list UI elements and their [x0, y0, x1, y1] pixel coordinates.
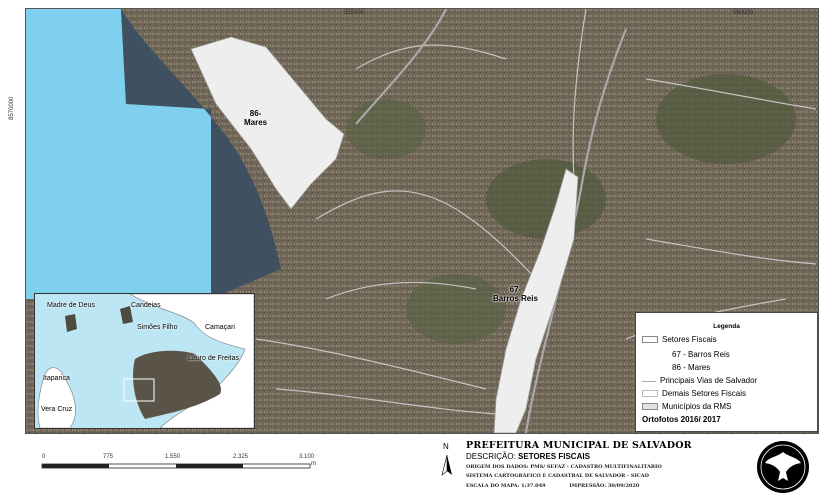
map-footer: 0 775 1.550 2.325 3.100 m N — [0, 435, 821, 499]
sector-67-barros-reis-polygon — [493, 168, 579, 433]
description-label: DESCRIÇÃO: — [466, 452, 516, 461]
north-arrow-letter: N — [443, 442, 449, 451]
legend-item-label: Municípios da RMS — [662, 402, 732, 411]
inset-label-simoes-filho: Simões Filho — [137, 324, 178, 331]
sector-86-mares-polygon — [190, 36, 345, 210]
seal-dove-shape — [765, 452, 801, 481]
scale-tick: 775 — [103, 454, 114, 460]
legend-item-principais-vias: Principais Vias de Salvador — [642, 376, 757, 385]
institution-title: PREFEITURA MUNICIPAL DE SALVADOR — [466, 440, 692, 451]
scale-tick: 0 — [42, 454, 46, 460]
legend-item-municipios-rms: Municípios da RMS — [642, 402, 731, 411]
legend-item-label: Principais Vias de Salvador — [660, 376, 758, 385]
inset-label-candeias: Candeias — [131, 302, 161, 309]
sector-67-code: 67- — [509, 285, 522, 294]
print-date-text: IMPRESSÃO: 30/09/2020 — [569, 483, 640, 489]
coord-top-label: 560000 — [733, 10, 754, 16]
legend: Legenda Setores Fiscais 67 - Barros Reis… — [635, 312, 818, 432]
legend-item-label: Demais Setores Fiscais — [662, 389, 747, 398]
legend-title: Legenda — [713, 323, 740, 330]
map-scale-text: ESCALA DO MAPA: 1:37.049 — [466, 483, 546, 489]
scale-tick: 2.325 — [233, 454, 249, 460]
inset-canvas — [37, 294, 254, 428]
scale-tick: 1.550 — [165, 454, 181, 460]
scale-tick: 3.100 — [299, 454, 315, 460]
coord-top-label: 555000 — [344, 10, 365, 16]
inset-label-itaparica: Itaparica — [43, 375, 70, 382]
coord-left-label: 8570000 — [9, 96, 15, 120]
origin-line-1: ORIGEM DOS DADOS: PMS/ SEFAZ - CADASTRO … — [466, 464, 662, 470]
sector-67-label: 67- Barros Reis — [493, 285, 538, 303]
legend-ortofotos-label: Ortofotos 2016/ 2017 — [642, 415, 721, 424]
sector-86-label: 86- Mares — [244, 109, 267, 127]
title-block: PREFEITURA MUNICIPAL DE SALVADOR DESCRIÇ… — [466, 440, 692, 489]
legend-item-setores-fiscais: Setores Fiscais — [642, 335, 717, 344]
legend-item-label: 86 - Mares — [672, 363, 711, 372]
legend-swatch — [642, 403, 658, 410]
coastline-dark-water — [121, 9, 281, 299]
legend-swatch — [642, 381, 656, 382]
legend-item-86: 86 - Mares — [672, 363, 710, 372]
sector-86-code: 86- — [249, 109, 262, 118]
inset-label-madre-de-deus: Madre de Deus — [47, 302, 95, 309]
inset-map: Madre de Deus Candeias Simões Filho Cama… — [34, 293, 255, 429]
footer-canvas — [41, 441, 809, 493]
legend-item-label: Setores Fiscais — [662, 335, 717, 344]
inset-label-vera-cruz: Vera Cruz — [41, 406, 73, 413]
legend-item-label: 67 - Barros Reis — [672, 350, 730, 359]
sea-area — [26, 9, 211, 299]
legend-ortofotos: Ortofotos 2016/ 2017 — [642, 415, 721, 424]
inset-label-lauro-de-freitas: Lauro de Freitas — [188, 355, 239, 362]
sector-86-name: Mares — [244, 118, 268, 127]
legend-item-demais-setores: Demais Setores Fiscais — [642, 389, 746, 398]
description-value: SETORES FISCAIS — [518, 452, 590, 461]
legend-swatch — [642, 336, 658, 343]
origin-line-2: SISTEMA CARTOGRÁFICO E CADASTRAL DE SALV… — [466, 473, 649, 479]
scale-unit: m — [311, 461, 316, 467]
legend-swatch — [642, 390, 658, 397]
scale-and-print-line: ESCALA DO MAPA: 1:37.049 IMPRESSÃO: 30/0… — [466, 483, 692, 489]
description-line: DESCRIÇÃO: SETORES FISCAIS — [466, 452, 692, 461]
inset-label-camacari: Camaçari — [205, 324, 235, 331]
legend-item-67: 67 - Barros Reis — [672, 350, 730, 359]
sector-67-name: Barros Reis — [493, 294, 538, 303]
